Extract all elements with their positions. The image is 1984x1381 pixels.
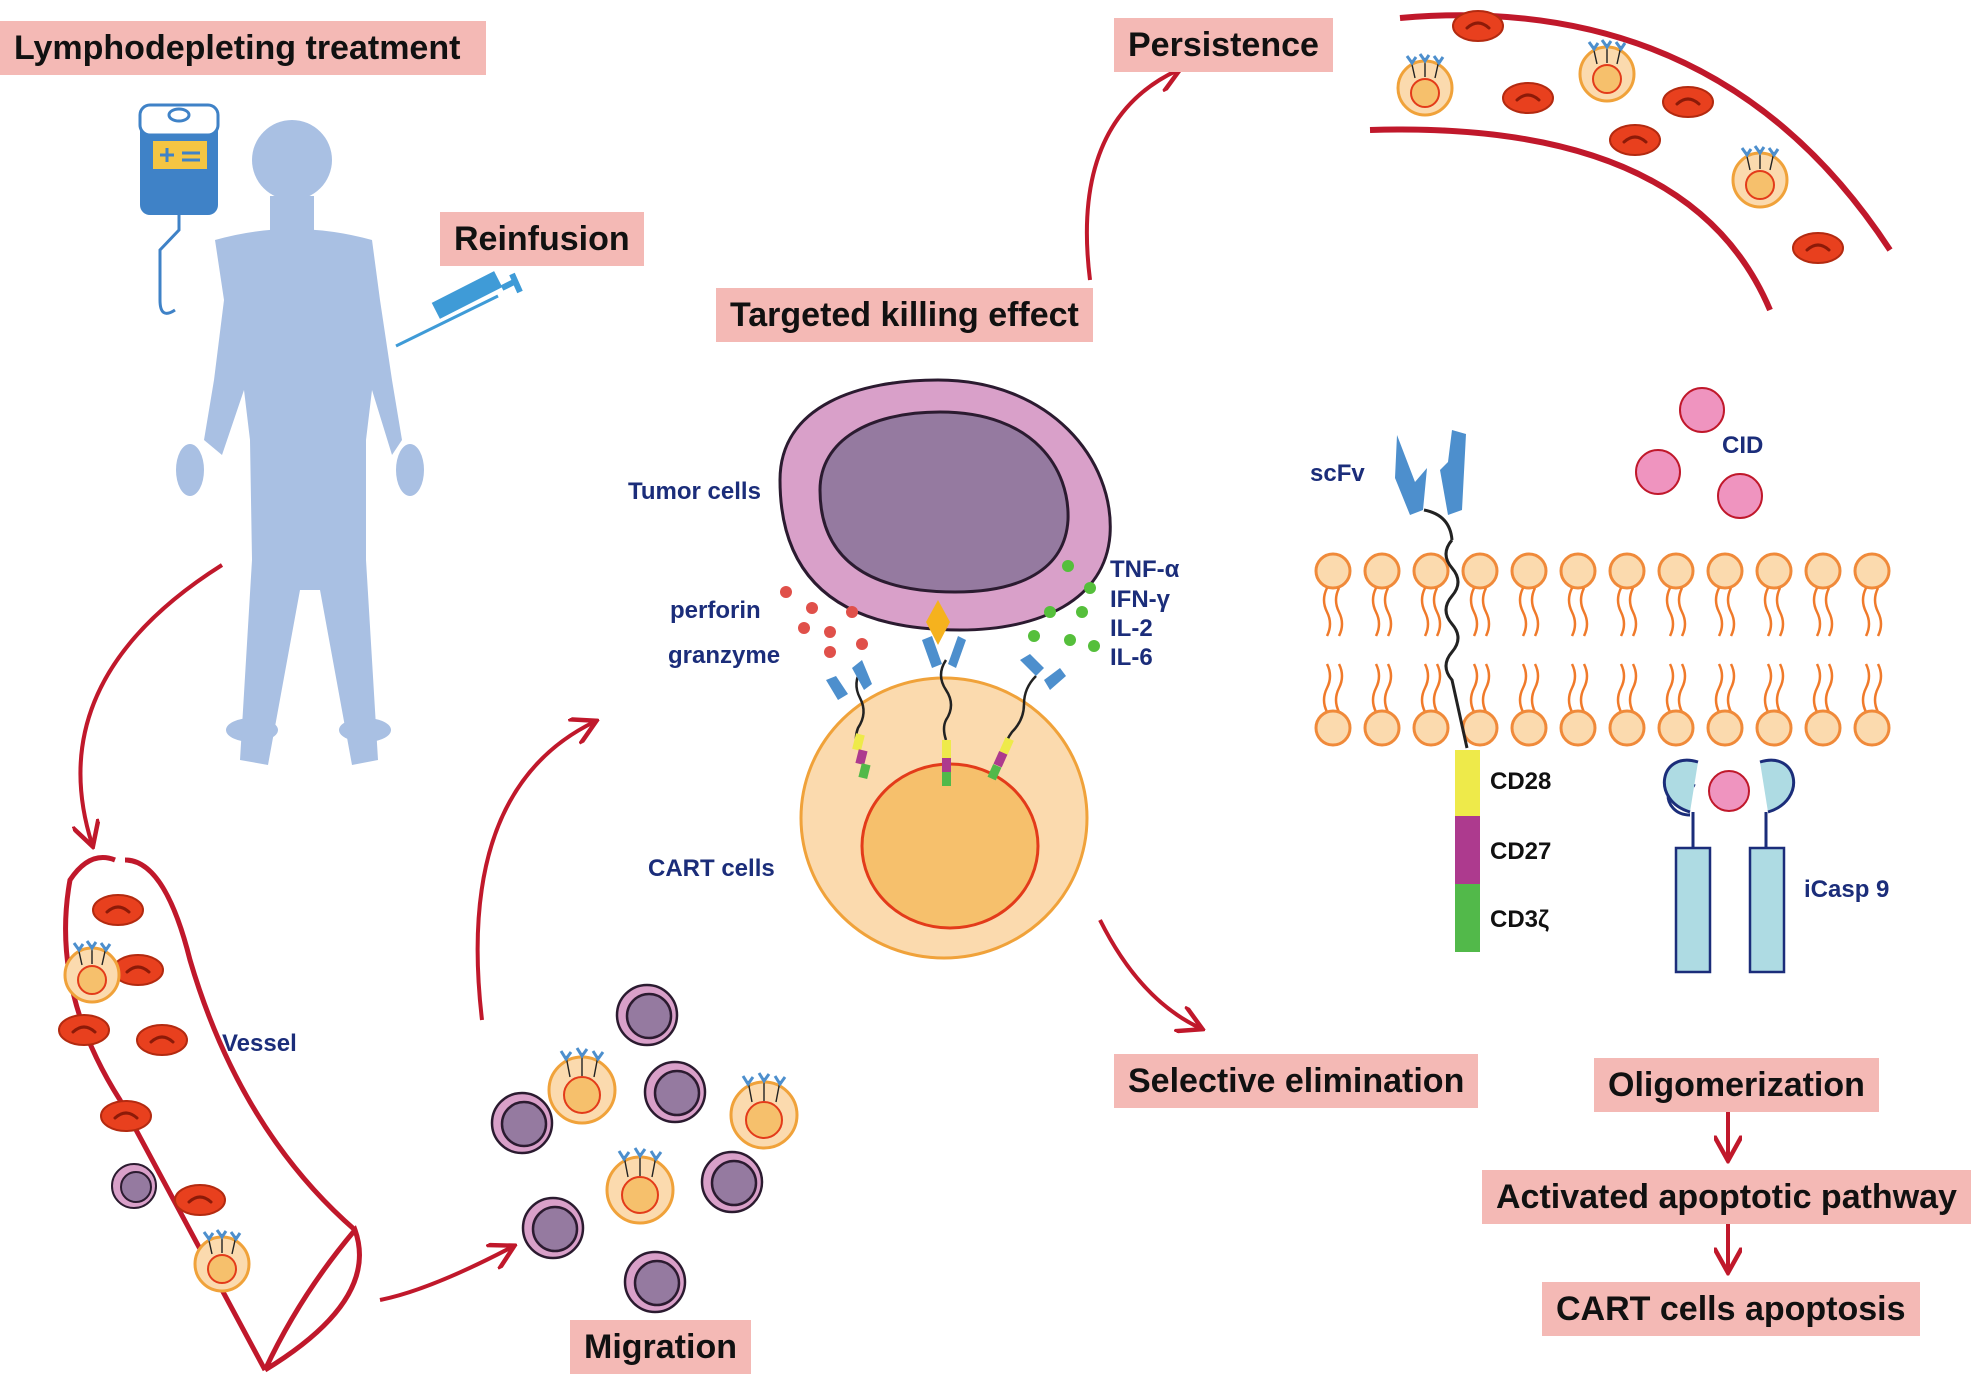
ifn-label: IFN-γ <box>1110 586 1170 613</box>
cytokine-particles <box>1028 560 1100 652</box>
reinfusion-box: Reinfusion <box>440 212 644 266</box>
selective-elimination-box: Selective elimination <box>1114 1054 1479 1108</box>
icasp9-dimer <box>1662 758 1796 974</box>
icasp9-label: iCasp 9 <box>1804 876 1890 903</box>
blood-vessel-persistence <box>1369 9 1893 312</box>
cart-cells-label: CART cells <box>648 855 775 882</box>
cell-membrane <box>1314 552 1891 747</box>
scfv-label: scFv <box>1310 460 1365 487</box>
blood-vessel-infusion <box>57 855 362 1373</box>
cart-cell-large <box>799 676 1089 960</box>
vessel-label: Vessel <box>222 1030 297 1057</box>
cd28-label: CD28 <box>1490 768 1552 795</box>
arrow-to-migration <box>379 1247 512 1302</box>
cid-label: CID <box>1722 432 1764 459</box>
activated-apoptotic-box: Activated apoptotic pathway <box>1482 1170 1971 1224</box>
targeted-killing-box: Targeted killing effect <box>716 288 1093 342</box>
tnf-label: TNF-α <box>1110 556 1180 583</box>
arrow-to-persistence <box>1084 70 1178 281</box>
human-figure <box>176 120 424 765</box>
cd3z-label: CD3ζ <box>1490 906 1550 933</box>
car-receptors <box>826 600 1066 786</box>
cytotoxic-granules <box>780 586 868 658</box>
arrow-to-vessel <box>80 563 224 844</box>
cid-molecules <box>1635 387 1763 519</box>
tumor-cells-label: Tumor cells <box>628 478 761 505</box>
persistence-box: Persistence <box>1114 18 1333 72</box>
arrow-to-killing <box>475 722 594 1021</box>
perforin-label: perforin <box>670 597 761 624</box>
tumor-cell <box>778 378 1112 632</box>
car-construct <box>1395 430 1480 952</box>
lymphodepleting-box: Lymphodepleting treatment <box>0 21 486 75</box>
granzyme-label: granzyme <box>668 642 781 669</box>
cd27-label: CD27 <box>1490 838 1552 865</box>
flow-arrows <box>80 70 1728 1302</box>
apoptosis-box: CART cells apoptosis <box>1542 1282 1920 1336</box>
oligomerization-box: Oligomerization <box>1594 1058 1879 1112</box>
il6-label: IL-6 <box>1110 644 1153 671</box>
migration-cell-cluster <box>490 983 799 1314</box>
iv-bag-icon <box>138 103 220 315</box>
syringe-icon <box>395 271 523 348</box>
il2-label: IL-2 <box>1110 615 1153 642</box>
migration-box: Migration <box>570 1320 751 1374</box>
arrow-to-elimination <box>1098 919 1200 1028</box>
